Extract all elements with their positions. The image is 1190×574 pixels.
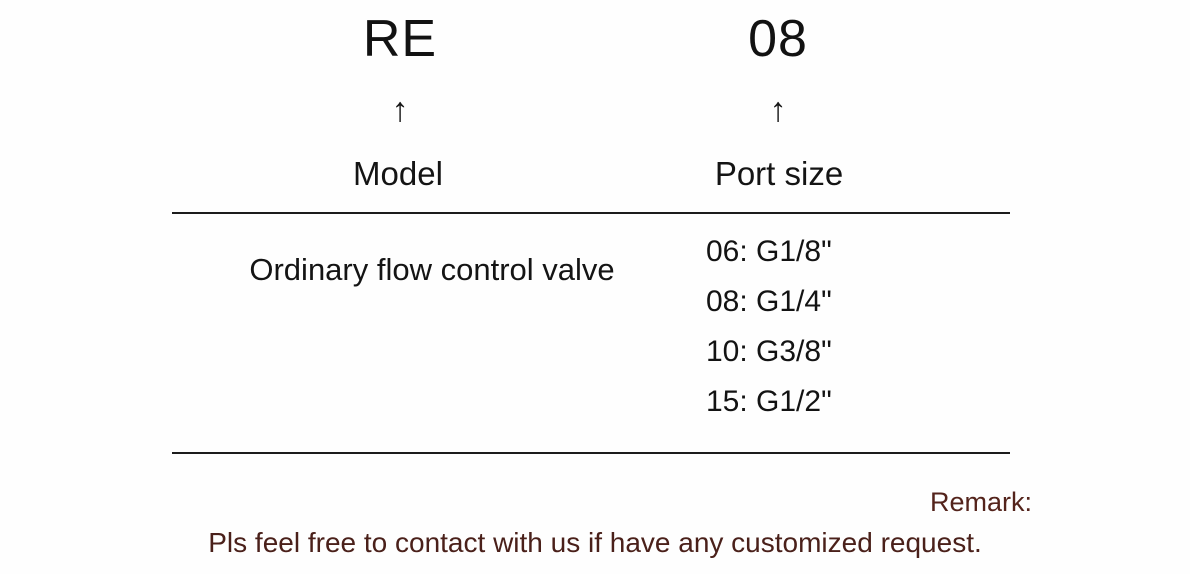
list-item: 06: G1/8" — [706, 235, 832, 268]
table-top-divider — [172, 212, 1010, 214]
up-arrow-icon: ↑ — [391, 91, 409, 129]
remark-label: Remark: — [929, 487, 1032, 517]
arrow-row: ↑ ↑ — [0, 88, 1190, 134]
table-body-row: Ordinary flow control valve 06: G1/8" 08… — [0, 213, 1190, 452]
list-item: 10: G3/8" — [706, 335, 832, 368]
list-item: 15: G1/2" — [706, 385, 832, 418]
model-description: Ordinary flow control valve — [249, 252, 615, 287]
up-arrow-icon: ↑ — [769, 91, 787, 129]
list-item: 08: G1/4" — [706, 285, 832, 318]
column-header-port-size: Port size — [714, 155, 844, 192]
port-size-list: 06: G1/8" 08: G1/4" 10: G3/8" 15: G1/2" — [706, 227, 1046, 427]
column-header-model: Model — [353, 155, 443, 192]
code-segment-model: RE — [362, 10, 438, 68]
remark-text: Pls feel free to contact with us if have… — [208, 527, 982, 558]
table-bottom-divider — [172, 452, 1010, 454]
remark-block: Remark: Pls feel free to contact with us… — [0, 484, 1190, 574]
code-segment-port-size: 08 — [748, 10, 808, 68]
code-heading-row: RE 08 — [0, 8, 1190, 78]
column-header-row: Model Port size — [0, 151, 1190, 201]
